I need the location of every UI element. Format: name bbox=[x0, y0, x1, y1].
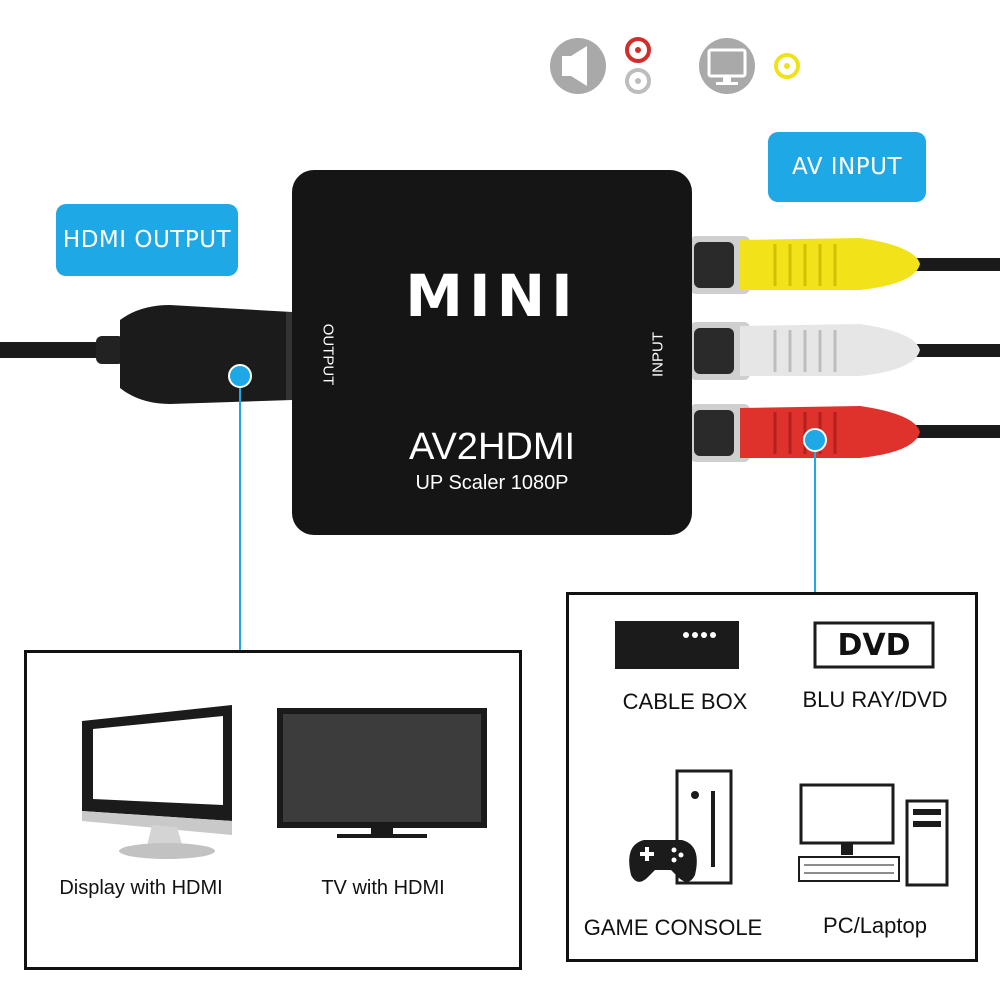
input-device-icons bbox=[615, 621, 949, 887]
model-label: AV2HDMI bbox=[408, 426, 576, 468]
cable-box-label: CABLE BOX bbox=[622, 689, 748, 714]
dvd-player-icon bbox=[813, 621, 935, 669]
output-device-icons bbox=[82, 705, 487, 859]
pc-laptop-label: PC/Laptop bbox=[823, 913, 927, 938]
hdmi-cable bbox=[0, 305, 296, 404]
red-white-rca-jacks-icon bbox=[625, 37, 651, 94]
rca-red-cable bbox=[690, 404, 1000, 462]
subtitle-label: UP Scaler 1080P bbox=[415, 472, 569, 494]
yellow-rca-jack-icon bbox=[774, 53, 800, 79]
monitor-icon bbox=[699, 38, 755, 94]
output-port-label: OUTPUT bbox=[319, 323, 337, 386]
av-input-badge: AV INPUT bbox=[768, 132, 926, 202]
cable-box-icon bbox=[615, 621, 739, 669]
computer-monitor-icon bbox=[82, 705, 232, 859]
display-with-hdmi-label: Display with HDMI bbox=[59, 877, 223, 899]
input-port-label: INPUT bbox=[649, 332, 667, 377]
output-devices-panel: Display with HDMI TV with HDMI bbox=[24, 650, 522, 970]
output-callout-dot bbox=[228, 364, 252, 388]
game-console-icon bbox=[629, 769, 733, 885]
game-console-label: GAME CONSOLE bbox=[583, 915, 763, 940]
dvd-icon-text: DVD bbox=[837, 628, 911, 663]
tv-with-hdmi-label: TV with HDMI bbox=[321, 877, 445, 899]
speaker-icon bbox=[550, 38, 606, 94]
hdmi-output-badge: HDMI OUTPUT bbox=[56, 204, 238, 276]
input-callout-dot bbox=[803, 428, 827, 452]
input-devices-panel: DVD CABLE BOX BLU RAY/DVD GAME CONSOLE P… bbox=[566, 592, 978, 962]
converter-box bbox=[292, 170, 692, 535]
rca-white-cable bbox=[690, 322, 1000, 380]
pc-desktop-icon bbox=[798, 783, 949, 887]
brand-label: MINI bbox=[405, 262, 579, 330]
blu-ray-dvd-label: BLU RAY/DVD bbox=[802, 687, 948, 712]
flat-tv-icon bbox=[277, 708, 487, 838]
rca-yellow-cable bbox=[690, 236, 1000, 294]
